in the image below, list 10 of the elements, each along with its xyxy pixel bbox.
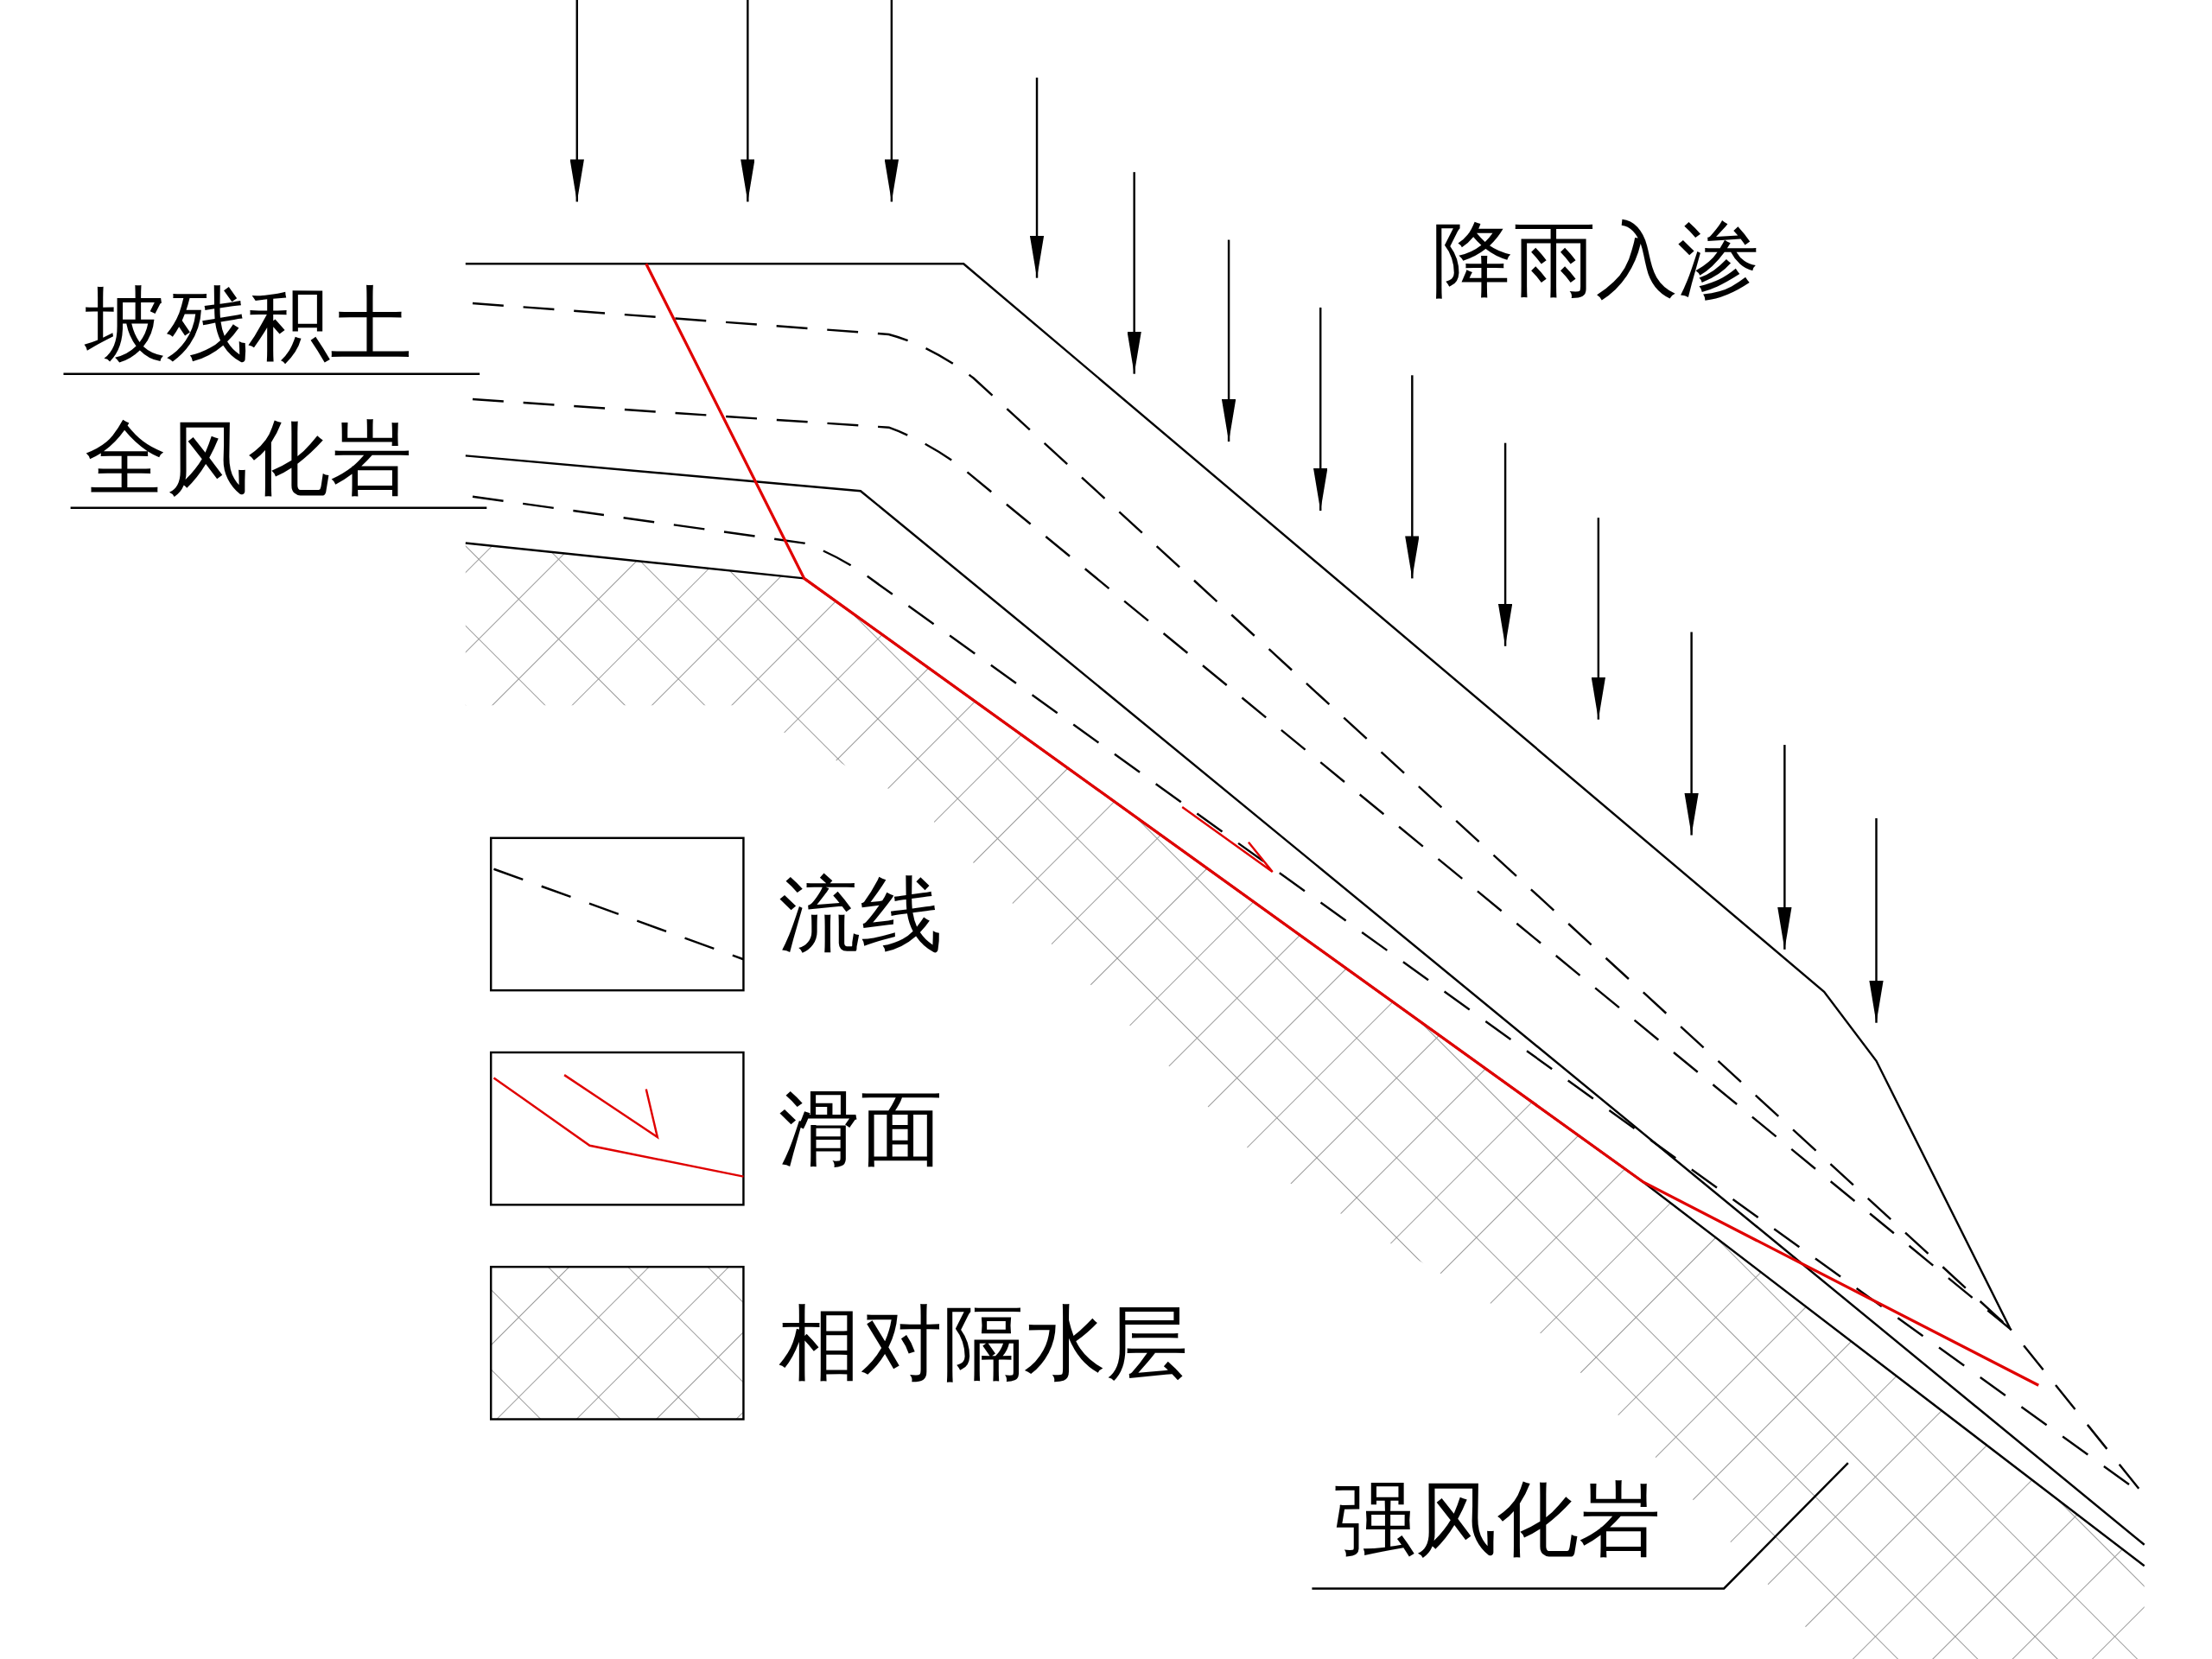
layer-label: 坡残积土 <box>84 279 412 370</box>
leader-line <box>1312 1462 1849 1590</box>
annotation-label: 降雨入渗 <box>1432 214 1759 305</box>
leader-line <box>70 506 487 509</box>
leader-line <box>63 372 480 375</box>
layer-label: 全风化岩 <box>84 413 412 504</box>
layer-label: 强风化岩 <box>1332 1474 1661 1565</box>
legend-label: 流线 <box>779 868 943 960</box>
legend-label: 相对隔水层 <box>779 1298 1188 1389</box>
legend-label: 滑面 <box>779 1083 943 1174</box>
